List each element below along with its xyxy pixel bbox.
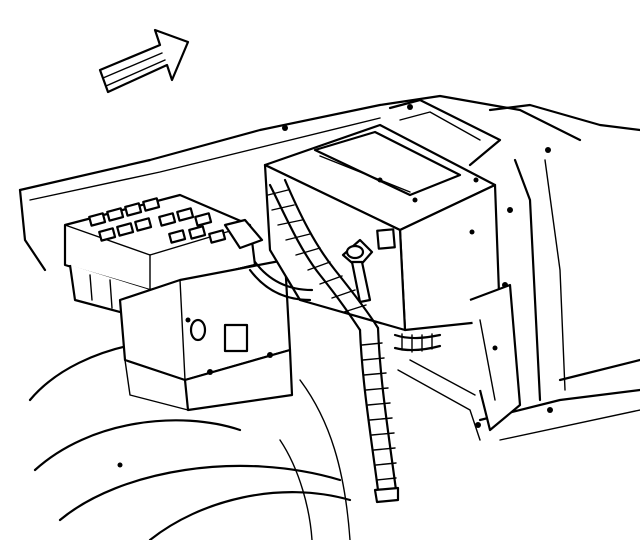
mounting-bracket [397,283,522,441]
body-panel [18,94,640,441]
fuse-grid [88,197,227,244]
battery-tray [118,258,294,412]
battery-terminal [341,238,374,304]
direction-arrow [98,28,190,94]
battery-cable-harness [248,178,442,504]
